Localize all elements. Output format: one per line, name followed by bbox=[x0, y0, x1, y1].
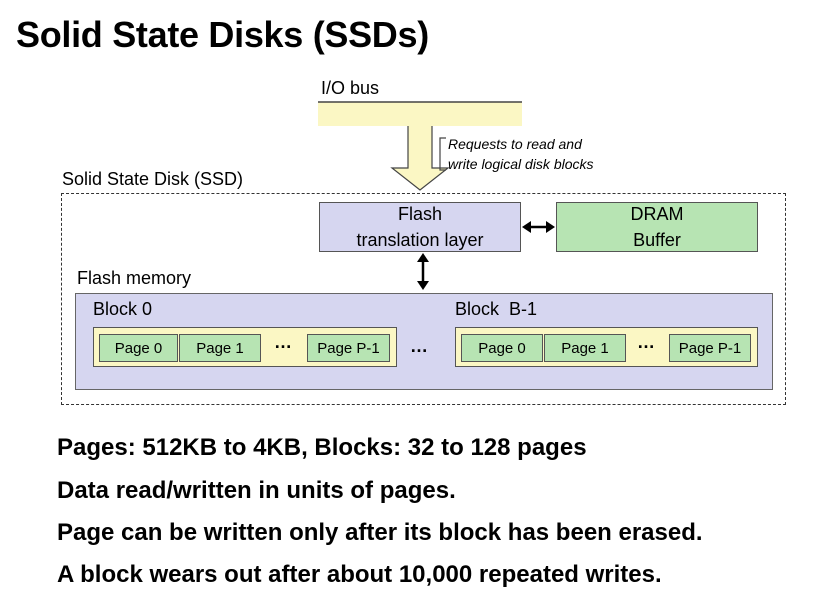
requests-bracket bbox=[439, 137, 446, 171]
block-0-page-first: Page 0 bbox=[99, 334, 178, 362]
between-blocks-ellipsis: … bbox=[410, 336, 428, 356]
ftl-line2: translation layer bbox=[356, 230, 484, 250]
bullet-wear-out: A block wears out after about 10,000 rep… bbox=[57, 561, 662, 588]
block-last-label: Block B-1 bbox=[455, 299, 538, 319]
bullet-read-write-units: Data read/written in units of pages. bbox=[57, 477, 456, 504]
requests-annotation-line1: Requests to read and bbox=[448, 136, 582, 152]
ftl-line1: Flash bbox=[397, 204, 442, 224]
block-0-ellipsis: … bbox=[274, 332, 292, 352]
dram-line2: Buffer bbox=[633, 230, 681, 250]
ftl-flash-arrow bbox=[417, 253, 429, 290]
bullet-page-block-sizes: Pages: 512KB to 4KB, Blocks: 32 to 128 p… bbox=[57, 434, 587, 461]
io-bus-arrow-outline bbox=[390, 126, 450, 191]
block-0-label: Block 0 bbox=[93, 299, 153, 319]
flash-translation-layer-box: Flash translation layer bbox=[319, 202, 521, 252]
requests-annotation-line2: write logical disk blocks bbox=[448, 156, 594, 172]
block-last-page-last: Page P-1 bbox=[669, 334, 751, 362]
io-bus-label: I/O bus bbox=[321, 78, 380, 98]
flash-memory-box: Block 0 Page 0 Page 1 … Page P-1 … Block… bbox=[75, 293, 773, 390]
ssd-label: Solid State Disk (SSD) bbox=[62, 169, 244, 189]
ftl-dram-arrow bbox=[522, 221, 555, 233]
dram-line1: DRAM bbox=[630, 204, 684, 224]
block-last-ellipsis: … bbox=[637, 332, 655, 352]
block-last-page-first: Page 0 bbox=[461, 334, 543, 362]
io-bus-arrow bbox=[318, 102, 522, 190]
block-0-page-last: Page P-1 bbox=[307, 334, 390, 362]
dram-buffer-box: DRAM Buffer bbox=[556, 202, 758, 252]
block-last-row: Page 0 Page 1 … Page P-1 bbox=[455, 327, 758, 367]
block-0-page-second: Page 1 bbox=[179, 334, 261, 362]
ssd-frame bbox=[61, 193, 786, 405]
block-0-row: Page 0 Page 1 … Page P-1 bbox=[93, 327, 397, 367]
block-last-page-second: Page 1 bbox=[544, 334, 626, 362]
page-title: Solid State Disks (SSDs) bbox=[16, 14, 429, 55]
bullet-erase-before-write: Page can be written only after its block… bbox=[57, 519, 703, 546]
flash-memory-label: Flash memory bbox=[77, 268, 192, 288]
